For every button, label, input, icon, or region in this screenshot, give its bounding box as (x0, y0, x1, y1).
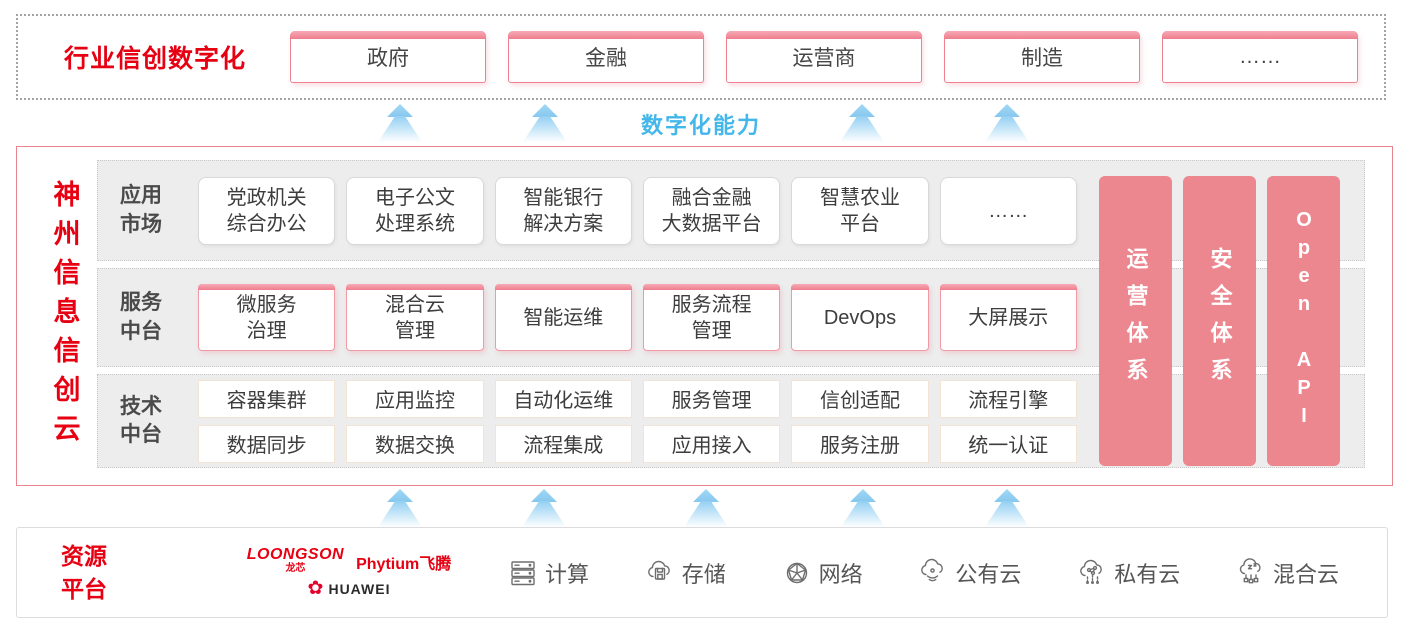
service-box: 智能运维 (494, 284, 633, 351)
resource-item-list: 计算 存储 网络 公有云 (477, 557, 1387, 589)
resource-item-hybrid-cloud: 混合云 (1235, 557, 1339, 589)
tech-box-grid: 容器集群 应用监控 自动化运维 服务管理 信创适配 流程引擎 数据同步 数据交换… (198, 379, 1077, 463)
app-box: 电子公文 处理系统 (346, 176, 484, 245)
resource-title: 资源 平台 (61, 543, 107, 602)
tech-box: 自动化运维 (494, 379, 632, 418)
industry-box-manufacturing: 制造 (944, 31, 1141, 83)
resource-item-private-cloud: 私有云 (1076, 557, 1180, 589)
service-box: 混合云 管理 (346, 284, 484, 351)
tech-box: 服务管理 (642, 379, 781, 418)
row-label-service: 服务 中台 (120, 291, 162, 343)
service-box: 服务流程 管理 (642, 284, 781, 351)
up-arrow-icon (841, 489, 885, 529)
platform-panel: 神州信息信创云 应用 市场 党政机关 综合办公 电子公文 处理系统 智能银行 解… (16, 146, 1393, 486)
service-box: 大屏展示 (939, 284, 1078, 351)
pillar-operations: 运营体系 (1099, 176, 1172, 466)
pillar-openapi: Open API (1267, 176, 1340, 466)
service-box: 微服务 治理 (198, 284, 336, 351)
industry-box-more: …… (1162, 31, 1359, 83)
resource-item-public-cloud: 公有云 (917, 557, 1021, 589)
resource-item-storage: 存储 (644, 557, 726, 589)
resource-panel: 资源 平台 LOONGSON 龙芯 Phytium飞腾 ✿ HUAWEI 计算 (16, 527, 1388, 618)
row-label-tech: 技术 中台 (120, 394, 162, 446)
industry-box-government: 政府 (290, 31, 487, 83)
tech-box: 流程引擎 (939, 379, 1077, 418)
up-arrow-icon (523, 104, 567, 144)
app-box-list: 党政机关 综合办公 电子公文 处理系统 智能银行 解决方案 融合金融 大数据平台… (198, 176, 1077, 245)
app-box: 融合金融 大数据平台 (642, 176, 781, 245)
app-box: 智慧农业 平台 (791, 176, 929, 245)
platform-title: 神州信息信创云 (49, 179, 80, 453)
tech-box: 容器集群 (198, 379, 336, 418)
tech-box: 统一认证 (939, 424, 1077, 463)
storage-icon (647, 560, 670, 580)
tech-box: 数据同步 (198, 424, 336, 463)
hybrid-cloud-icon (1239, 557, 1261, 583)
phytium-logo: Phytium飞腾 (356, 556, 452, 573)
vendor-logos: LOONGSON 龙芯 Phytium飞腾 ✿ HUAWEI (221, 546, 477, 599)
industry-box-list: 政府 金融 运营商 制造 …… (290, 31, 1359, 83)
service-middle-row: 服务 中台 微服务 治理 混合云 管理 智能运维 服务流程 管理 DevOps … (97, 268, 1365, 367)
tech-box: 应用接入 (642, 424, 781, 463)
app-market-row: 应用 市场 党政机关 综合办公 电子公文 处理系统 智能银行 解决方案 融合金融… (97, 160, 1365, 261)
industry-box-finance: 金融 (508, 31, 705, 83)
app-box: 党政机关 综合办公 (198, 176, 336, 245)
up-arrow-icon (522, 489, 566, 529)
app-box: 智能银行 解决方案 (494, 176, 632, 245)
tech-box: 服务注册 (791, 424, 929, 463)
resource-item-compute: 计算 (507, 557, 589, 589)
tech-box: 信创适配 (791, 379, 929, 418)
loongson-logo: LOONGSON 龙芯 (246, 546, 345, 574)
service-box: DevOps (791, 284, 929, 351)
capability-label: 数字化能力 (640, 113, 762, 138)
network-icon (786, 562, 807, 583)
tech-middle-row: 技术 中台 容器集群 应用监控 自动化运维 服务管理 信创适配 流程引擎 数据同… (97, 374, 1365, 468)
industry-banner: 行业信创数字化 政府 金融 运营商 制造 …… (16, 14, 1386, 100)
public-cloud-icon (921, 558, 944, 581)
up-arrow-icon (840, 104, 884, 144)
resource-item-network: 网络 (781, 557, 863, 589)
huawei-flower-icon: ✿ (307, 578, 324, 599)
huawei-logo: ✿ HUAWEI (307, 578, 391, 599)
pillar-security: 安全体系 (1183, 176, 1256, 466)
industry-box-operator: 运营商 (726, 31, 923, 83)
up-arrow-icon (684, 489, 728, 529)
tech-box: 数据交换 (346, 424, 484, 463)
up-arrow-icon (378, 104, 422, 144)
up-arrow-icon (378, 489, 422, 529)
private-cloud-icon (1080, 559, 1103, 584)
app-box-more: …… (939, 176, 1077, 245)
tech-box: 流程集成 (494, 424, 632, 463)
compute-icon (511, 560, 535, 585)
row-label-app-market: 应用 市场 (120, 184, 162, 236)
up-arrow-icon (985, 489, 1029, 529)
service-box-list: 微服务 治理 混合云 管理 智能运维 服务流程 管理 DevOps 大屏展示 (198, 284, 1078, 351)
up-arrow-icon (985, 104, 1029, 144)
banner-title: 行业信创数字化 (64, 45, 247, 73)
tech-box: 应用监控 (346, 379, 484, 418)
